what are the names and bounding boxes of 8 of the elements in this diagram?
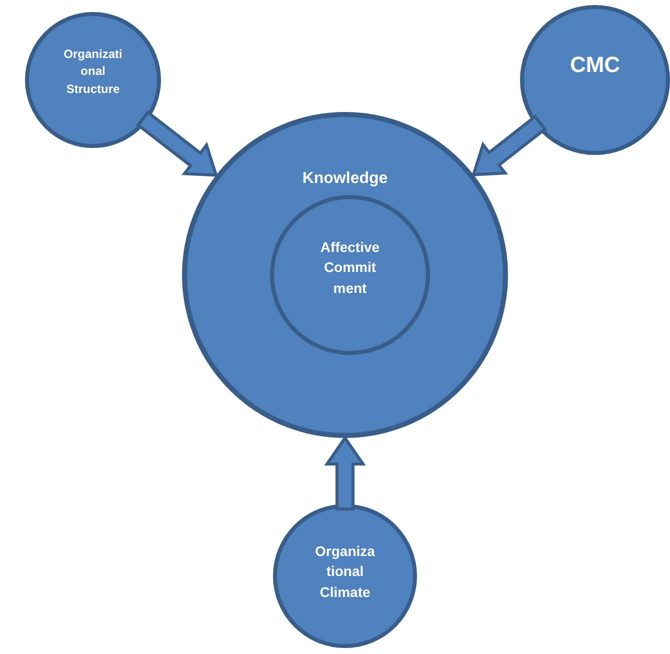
node-label: CMC (570, 51, 620, 79)
node-label: Organizati onal Structure (62, 46, 124, 98)
node-label: Organiza tional Climate (314, 542, 376, 602)
node-label: Affective Commit ment (319, 238, 381, 298)
block-arrow (136, 110, 218, 177)
block-arrow (471, 114, 547, 176)
node-label: Knowledge (302, 169, 388, 189)
block-arrow (324, 435, 366, 510)
